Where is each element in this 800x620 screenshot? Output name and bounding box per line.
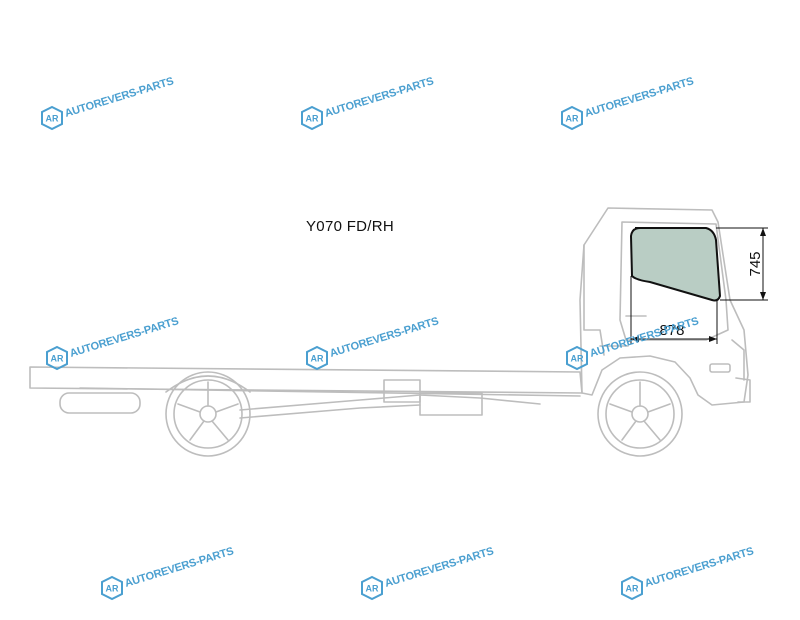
fuel-tank: [59, 392, 141, 414]
battery-box: [383, 379, 421, 403]
tool-box: [419, 392, 483, 416]
front-spokes: [609, 381, 671, 441]
rear-spokes: [177, 381, 239, 441]
logo-mark: AR: [311, 354, 324, 364]
logo-mark: AR: [306, 114, 319, 124]
truck-diagram: 745 878 Y070 FD/RH: [29, 207, 768, 457]
dim-width-label: 878: [659, 322, 684, 339]
rear-rim: [173, 379, 243, 449]
grille: [731, 339, 745, 381]
arrow-right: [709, 336, 717, 342]
headlight: [709, 363, 731, 373]
bumper: [735, 377, 751, 403]
front-rim: [605, 379, 675, 449]
logo-mark: AR: [571, 354, 584, 364]
logo-mark: AR: [626, 584, 639, 594]
rear-hub: [199, 405, 217, 423]
door-glass: [629, 227, 722, 302]
front-wheel: [597, 371, 683, 457]
rear-arch: [165, 375, 251, 393]
part-code-label: Y070 FD/RH: [306, 218, 395, 235]
arrow-down: [760, 292, 766, 300]
arrow-left: [631, 336, 639, 342]
front-hub: [631, 405, 649, 423]
dim-height-label: 745: [747, 251, 764, 276]
arrow-up: [760, 228, 766, 236]
drive-shaft-2: [239, 404, 421, 419]
logo-mark: AR: [46, 114, 59, 124]
logo-mark: AR: [106, 584, 119, 594]
logo-mark: AR: [566, 114, 579, 124]
truck-side-view: 745 878: [29, 207, 768, 457]
logo-mark: AR: [51, 354, 64, 364]
logo-mark: AR: [366, 584, 379, 594]
rear-wheel: [165, 371, 251, 457]
cab-back: [583, 244, 605, 356]
chassis-frame-lower: [79, 387, 581, 397]
